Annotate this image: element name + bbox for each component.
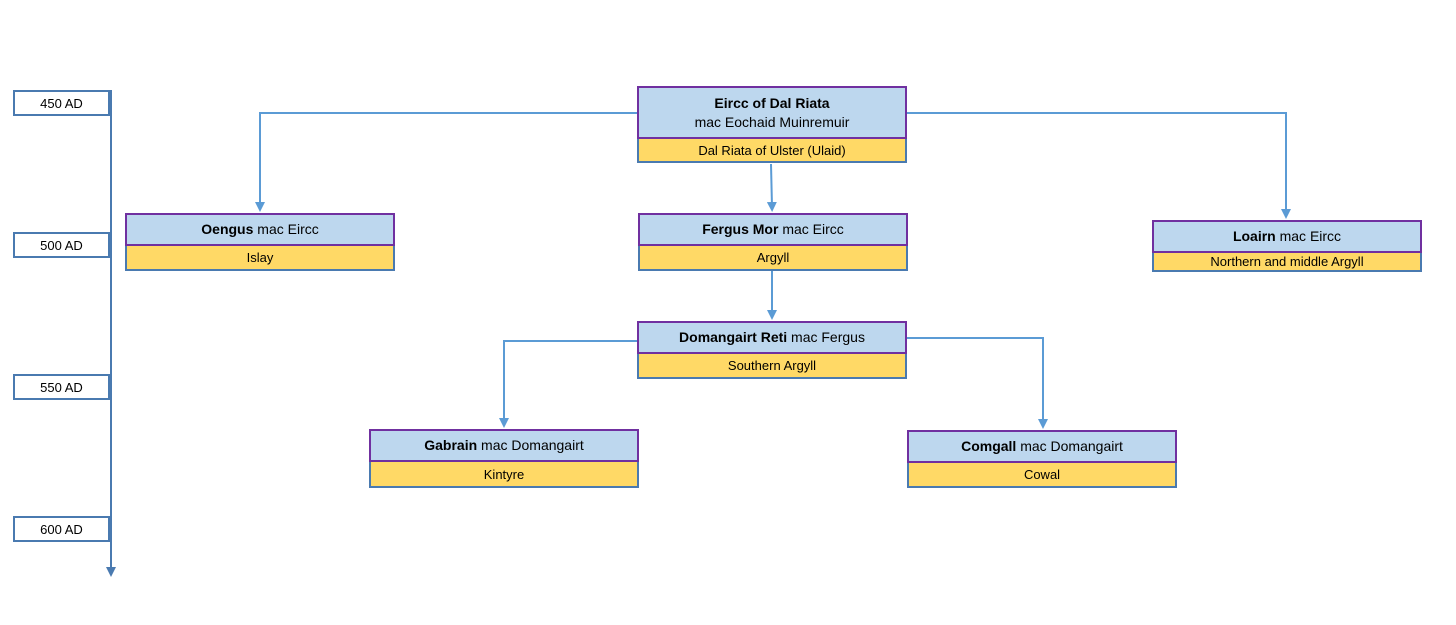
node-name: Oengus mac Eircc (125, 213, 395, 246)
node-name-bold: Loairn (1232, 228, 1276, 244)
year-label-600: 600 AD (13, 516, 110, 542)
node-name-rest: mac Eircc (778, 221, 844, 237)
node-name-rest: mac Eircc (1275, 228, 1342, 244)
connector-eircc-oengus (255, 112, 638, 212)
node-name: Loairn mac Eircc (1152, 220, 1422, 253)
node-name-rest: mac Eochaid Muinremuir (694, 113, 850, 130)
node-name: Gabrain mac Domangairt (369, 429, 639, 462)
node-fergus: Fergus Mor mac Eircc Argyll (638, 213, 908, 271)
year-label-500: 500 AD (13, 232, 110, 258)
node-name: Domangairt Reti mac Fergus (637, 321, 907, 354)
node-name-bold: Gabrain (424, 437, 478, 453)
year-label-550: 550 AD (13, 374, 110, 400)
node-name-rest: mac Fergus (787, 329, 865, 345)
node-region: Dal Riata of Ulster (Ulaid) (637, 139, 907, 163)
node-region: Southern Argyll (637, 354, 907, 379)
node-gabrain: Gabrain mac Domangairt Kintyre (369, 429, 639, 488)
connector-domangairt-gabrain (499, 340, 638, 428)
connector-eircc-loairn (907, 112, 1291, 219)
node-eircc: Eircc of Dal Riata mac Eochaid Muinremui… (637, 86, 907, 163)
node-name-bold: Domangairt Reti (679, 329, 788, 345)
node-name: Eircc of Dal Riata mac Eochaid Muinremui… (637, 86, 907, 139)
node-name-rest: mac Domangairt (477, 437, 584, 453)
year-label-450: 450 AD (13, 90, 110, 116)
node-name: Fergus Mor mac Eircc (638, 213, 908, 246)
node-region: Cowal (907, 463, 1177, 488)
node-region: Northern and middle Argyll (1152, 253, 1422, 272)
node-loairn: Loairn mac Eircc Northern and middle Arg… (1152, 220, 1422, 272)
connector-domangairt-comgall (906, 337, 1048, 429)
node-name-bold: Comgall (961, 438, 1017, 454)
node-oengus: Oengus mac Eircc Islay (125, 213, 395, 271)
node-name-bold: Oengus (201, 221, 254, 237)
node-name-bold: Fergus Mor (702, 221, 779, 237)
node-name: Comgall mac Domangairt (907, 430, 1177, 463)
connector-eircc-fergus (766, 163, 777, 212)
node-comgall: Comgall mac Domangairt Cowal (907, 430, 1177, 488)
node-region: Kintyre (369, 462, 639, 488)
node-region: Islay (125, 246, 395, 271)
node-name-rest: mac Domangairt (1016, 438, 1123, 454)
node-name-rest: mac Eircc (253, 221, 319, 237)
node-domangairt: Domangairt Reti mac Fergus Southern Argy… (637, 321, 907, 379)
node-name-bold: Eircc of Dal Riata (714, 94, 830, 111)
node-region: Argyll (638, 246, 908, 271)
